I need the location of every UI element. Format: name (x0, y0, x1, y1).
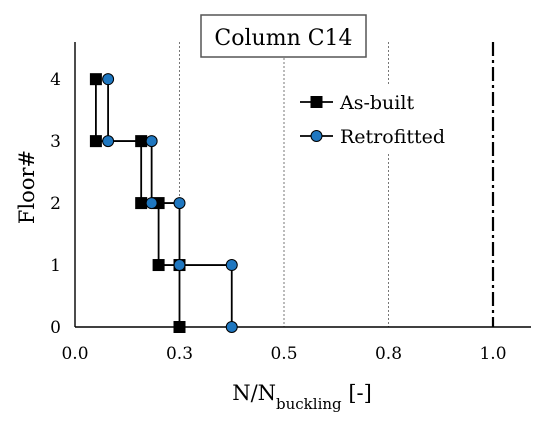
y-tick-label-1: 1 (50, 256, 61, 276)
ticks-layer: 0.0 0.3 0.5 0.8 1.0 0 1 2 3 4 (50, 70, 506, 364)
legend-marker-1 (310, 130, 323, 142)
marker-s0-p7 (89, 73, 102, 86)
marker-s1-p3 (173, 197, 186, 210)
x-tick-label-0: 0.0 (61, 344, 88, 364)
x-axis-label-main: N/N (232, 381, 276, 405)
legend-background (296, 86, 478, 153)
marker-s1-p2 (173, 259, 186, 272)
x-axis-label-subscript: buckling (276, 395, 342, 413)
series-layer (89, 73, 238, 333)
x-tick-label-4: 1.0 (479, 344, 506, 364)
legend-marker-0 (310, 96, 323, 108)
x-tick-label-2: 0.5 (270, 344, 297, 364)
marker-s1-p6 (102, 135, 115, 148)
chart-title-frame (200, 14, 367, 58)
x-axis-label: N/Nbuckling [-] (232, 381, 372, 413)
marker-s1-p4 (145, 197, 158, 210)
x-tick-label-1: 0.3 (166, 344, 193, 364)
y-tick-label-2: 2 (50, 194, 61, 214)
marker-s1-p1 (225, 259, 238, 272)
y-tick-label-4: 4 (50, 70, 61, 90)
x-axis-label-unit: [-] (342, 381, 372, 405)
y-axis-label: Floor# (15, 150, 39, 224)
marker-s0-p0 (173, 321, 186, 333)
marker-s0-p6 (89, 135, 102, 148)
marker-s1-p5 (145, 135, 158, 148)
marker-s1-p0 (225, 321, 238, 333)
legend-label-1: Retrofitted (340, 126, 445, 148)
chart-title-box: Column C14 (200, 14, 367, 58)
legend-label-0: As-built (339, 92, 414, 114)
marker-s0-p2 (152, 259, 165, 272)
series-line-1 (107, 79, 233, 327)
y-tick-label-3: 3 (50, 132, 61, 152)
y-tick-label-0: 0 (50, 318, 61, 338)
x-tick-label-3: 0.8 (375, 344, 402, 364)
grid-layer (179, 42, 495, 327)
marker-s1-p7 (102, 73, 115, 86)
marker-s0-p4 (135, 197, 148, 210)
chart-title: Column C14 (214, 26, 352, 51)
axes-layer (74, 42, 531, 328)
marker-s0-p5 (135, 135, 148, 148)
